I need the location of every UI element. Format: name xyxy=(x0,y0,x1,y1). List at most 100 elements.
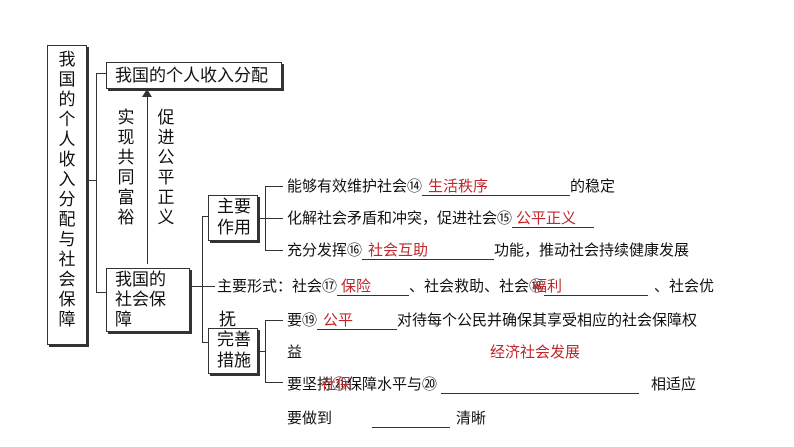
root-char: 与 xyxy=(58,230,76,250)
root-char: 分 xyxy=(58,190,76,210)
root-node-text: 我国的个人收入分配与社会保障 xyxy=(48,46,86,330)
root-char: 收 xyxy=(58,150,76,170)
security-node: 我国的 社会保 障 xyxy=(106,268,190,332)
role-text: 的稳定 xyxy=(570,177,616,195)
link-left-char: 现 xyxy=(117,128,135,148)
answer-text: 保险 xyxy=(341,277,372,295)
root-char: 入 xyxy=(58,170,76,190)
answer-text: 公平 xyxy=(323,311,354,329)
root-char: 会 xyxy=(58,270,76,290)
measure-text: 益 xyxy=(287,343,303,361)
root-char: 人 xyxy=(58,130,76,150)
root-char: 障 xyxy=(58,310,76,330)
answer-blank: 社会互助 xyxy=(362,241,495,260)
answer-blank xyxy=(441,375,640,394)
root-char: 保 xyxy=(58,290,76,310)
connector xyxy=(265,320,266,382)
root-node: 我国的个人收入分配与社会保障 xyxy=(47,45,87,345)
measure-text: 清晰 xyxy=(456,409,487,427)
measure-line-3: 要做到 清晰 xyxy=(287,408,486,428)
link-right-char: 进 xyxy=(157,128,175,148)
answer-blank: 公平 xyxy=(317,311,398,330)
security-line: 社会保 xyxy=(115,290,166,310)
measure-line-2: 要坚持㉑社保保障水平与⑳ 相适应 xyxy=(287,374,696,394)
link-right-char: 平 xyxy=(157,168,175,188)
root-char: 的 xyxy=(58,90,76,110)
measure-node: 完善 措施 xyxy=(208,328,258,374)
measure-text: 对待每个公民并确保其享受相应的社会保障权 xyxy=(397,311,698,329)
link-right-char: 义 xyxy=(157,208,175,228)
forms-text: 主要形式：社会⑰ xyxy=(217,277,338,295)
link-right-text: 促进公平正义 xyxy=(156,108,176,228)
root-char: 社 xyxy=(58,250,76,270)
link-right-char: 促 xyxy=(157,108,175,128)
forms-text: 、社会救助、社会⑱ xyxy=(409,277,545,295)
connector xyxy=(265,320,283,321)
root-char: 我 xyxy=(58,50,76,70)
answer-blank: 保险 xyxy=(337,277,410,296)
root-char: 国 xyxy=(58,70,76,90)
security-node-label: 我国的 社会保 障 xyxy=(107,270,189,330)
answer-float: 经济社会发展 xyxy=(490,343,581,361)
connector xyxy=(265,382,283,383)
forms-text: 、社会优 xyxy=(654,277,715,295)
role-line-3: 充分发挥⑯ 社会互助 功能，推动社会持续健康发展 xyxy=(287,240,689,260)
role-line: 作用 xyxy=(217,218,251,238)
role-line: 主要 xyxy=(217,197,251,217)
security-line: 障 xyxy=(115,310,132,330)
connector xyxy=(96,73,97,292)
connector xyxy=(258,218,265,219)
role-text: 化解社会矛盾和冲突，促进社会⑮ xyxy=(287,209,513,227)
measure-text: 相适应 xyxy=(651,375,697,393)
connector xyxy=(190,286,215,287)
arrow-shaft xyxy=(147,92,148,264)
measure-text: 要⑲ xyxy=(287,311,318,329)
role-node-label: 主要 作用 xyxy=(217,197,251,239)
measure-text: 要做到 xyxy=(287,409,333,427)
link-left-text: 实现共同富裕 xyxy=(116,108,136,228)
connector xyxy=(202,342,208,343)
answer-blank: 福利 xyxy=(532,277,649,296)
role-text: 充分发挥⑯ xyxy=(287,241,363,259)
answer-blank: 公平正义 xyxy=(512,209,595,228)
root-char: 配 xyxy=(58,210,76,230)
measure-line-1: 要⑲ 公平 对待每个公民并确保其享受相应的社会保障权 xyxy=(287,310,697,330)
connector xyxy=(202,216,203,342)
measure-text: 保障水平与⑳ xyxy=(347,375,438,393)
connector xyxy=(202,216,208,217)
role-node: 主要 作用 xyxy=(208,195,258,241)
answer-text: 社会互助 xyxy=(368,241,429,259)
connector xyxy=(96,73,106,74)
connector xyxy=(265,250,283,251)
root-char: 个 xyxy=(58,110,76,130)
link-left-char: 裕 xyxy=(117,208,135,228)
role-text: 能够有效维护社会⑭ xyxy=(287,177,423,195)
connector xyxy=(265,186,283,187)
income-node: 我国的个人收入分配 xyxy=(106,62,282,89)
answer-text: 社保 xyxy=(321,375,352,393)
income-node-label: 我国的个人收入分配 xyxy=(115,66,268,86)
arrow-up-icon xyxy=(142,89,152,97)
link-left-char: 同 xyxy=(117,168,135,188)
link-left-char: 富 xyxy=(117,188,135,208)
measure-line: 完善 xyxy=(217,330,251,350)
connector xyxy=(88,180,96,181)
link-left-char: 实 xyxy=(117,108,135,128)
role-text: 功能，推动社会持续健康发展 xyxy=(494,241,690,259)
link-right-char: 正 xyxy=(157,188,175,208)
connector xyxy=(265,218,283,219)
answer-text: 福利 xyxy=(532,277,563,295)
measure-text: 要坚持㉑ xyxy=(287,375,348,393)
answer-blank xyxy=(372,409,451,428)
measure-line: 措施 xyxy=(217,351,251,371)
security-line: 我国的 xyxy=(115,270,166,290)
connector xyxy=(258,351,265,352)
answer-blank: 生活秩序 xyxy=(422,177,571,196)
fu-char: 抚 xyxy=(219,310,236,330)
role-line-1: 能够有效维护社会⑭ 生活秩序 的稳定 xyxy=(287,176,615,196)
measure-line-1b: 益 xyxy=(287,342,302,362)
answer-text: 生活秩序 xyxy=(428,177,489,195)
answer-text: 公平正义 xyxy=(516,209,577,227)
